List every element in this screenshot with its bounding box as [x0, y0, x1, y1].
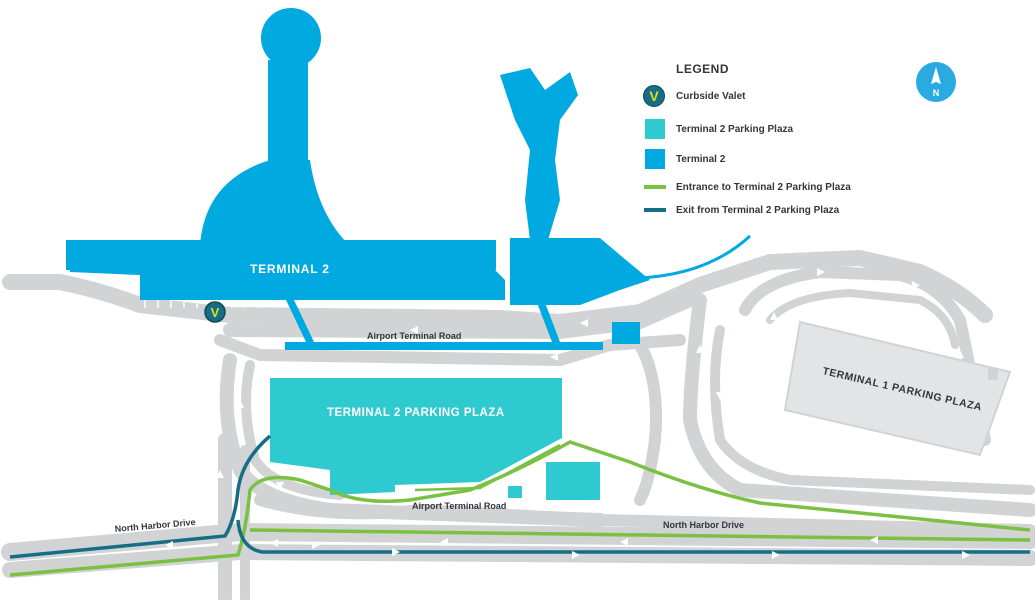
- compass-letter: N: [933, 88, 940, 98]
- svg-text:V: V: [211, 305, 220, 320]
- terminal2-arc: [611, 234, 752, 280]
- airport-terminal-road-lower-label: Airport Terminal Road: [412, 501, 506, 511]
- terminal2-building: [66, 8, 650, 342]
- entrance-line-icon: [644, 185, 666, 189]
- terminal-swatch-icon: [645, 149, 665, 169]
- valet-badge-icon: V: [643, 85, 665, 107]
- terminal2-parking-plaza: [270, 378, 562, 495]
- road-arrows: [125, 268, 970, 559]
- entrance-route: [9, 440, 1031, 577]
- legend-label: Exit from Terminal 2 Parking Plaza: [676, 204, 840, 216]
- terminal1-parking-plaza: [783, 320, 1012, 457]
- legend-label: Terminal 2: [676, 153, 726, 165]
- legend-label: Curbside Valet: [676, 90, 746, 102]
- airport-terminal-road-upper-label: Airport Terminal Road: [367, 331, 461, 341]
- legend-title: LEGEND: [676, 62, 730, 76]
- north-arrow-icon: N: [916, 62, 956, 102]
- north-harbor-drive-right-label: North Harbor Drive: [663, 520, 744, 530]
- exit-route: [9, 434, 1030, 559]
- exit-line-icon: [644, 208, 666, 212]
- parking-swatch-icon: [645, 119, 665, 139]
- terminal2-curb: [285, 342, 603, 350]
- parking-garage-annex: [546, 462, 600, 500]
- legend-label: Entrance to Terminal 2 Parking Plaza: [676, 181, 851, 193]
- gate-ticks: [144, 300, 486, 308]
- curbside-valet-marker[interactable]: V: [204, 301, 226, 323]
- terminal2-label: TERMINAL 2: [250, 262, 330, 276]
- legend-label: Terminal 2 Parking Plaza: [676, 123, 794, 135]
- terminal2-parking-plaza-label: TERMINAL 2 PARKING PLAZA: [327, 407, 505, 419]
